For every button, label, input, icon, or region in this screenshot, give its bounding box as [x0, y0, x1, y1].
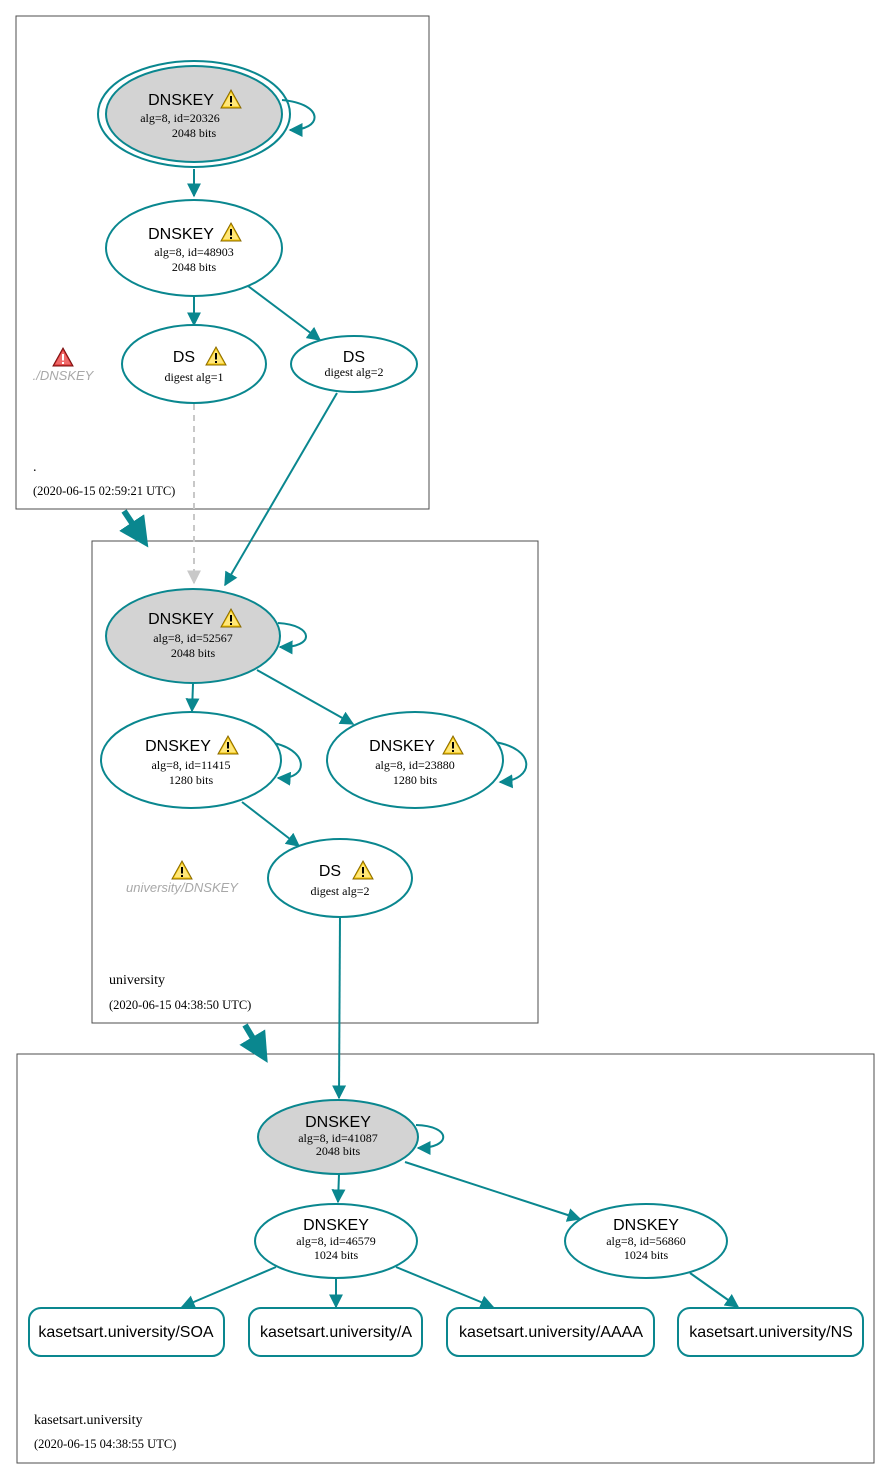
uni-zsk2-line2: 1280 bits: [393, 773, 438, 787]
edge-uni-zsk1-ds: [241, 801, 301, 847]
record-aaaa-label: kasetsart.university/AAAA: [459, 1324, 643, 1341]
root-ksk-node[interactable]: DNSKEY alg=8, id=20326 2048 bits: [97, 60, 291, 168]
uni-dnskey-error: university/DNSKEY: [126, 860, 239, 895]
ks-zsk1-node[interactable]: DNSKEY alg=8, id=46579 1024 bits: [254, 1203, 418, 1279]
root-ds1-node[interactable]: DS digest alg=1: [121, 324, 267, 404]
edge-ks-zsk2-ns: [689, 1272, 740, 1308]
record-a[interactable]: kasetsart.university/A: [248, 1307, 423, 1357]
record-aaaa[interactable]: kasetsart.university/AAAA: [446, 1307, 655, 1357]
ks-zsk2-line2: 1024 bits: [624, 1248, 669, 1262]
edge-ks-ksk-zsk1: [331, 1173, 346, 1204]
uni-zsk2-node[interactable]: DNSKEY alg=8, id=23880 1280 bits: [326, 711, 504, 809]
root-ds2-title: DS: [343, 349, 365, 366]
edge-ks-ksk-zsk2: [404, 1161, 582, 1222]
zone-kasetsart-name: kasetsart.university: [34, 1413, 142, 1428]
uni-ds-line1: digest alg=2: [310, 884, 369, 898]
edge-uni-ksk-self: [277, 622, 307, 655]
uni-zsk1-line2: 1280 bits: [169, 773, 214, 787]
root-zsk-node[interactable]: DNSKEY alg=8, id=48903 2048 bits: [105, 199, 283, 297]
edge-root-ksk-self: [281, 99, 316, 137]
uni-zsk2-line1: alg=8, id=23880: [375, 758, 455, 772]
root-zsk-title: DNSKEY: [148, 226, 214, 243]
root-dnskey-error: ./DNSKEY: [33, 347, 95, 383]
edge-uni-zsk1-self: [267, 741, 302, 786]
root-ds1-line1: digest alg=1: [164, 370, 223, 384]
edge-ks-zsk1-aaaa: [395, 1266, 495, 1309]
ks-zsk2-title: DNSKEY: [613, 1217, 679, 1234]
ks-zsk2-line1: alg=8, id=56860: [606, 1234, 686, 1248]
edge-root-ds2-uni-ksk: [224, 392, 338, 587]
delegation-arrow-university-kasetsart: [239, 1023, 268, 1063]
ks-zsk2-node[interactable]: DNSKEY alg=8, id=56860 1024 bits: [564, 1203, 728, 1279]
uni-ds-node[interactable]: DS digest alg=2: [267, 838, 413, 918]
ks-ksk-line1: alg=8, id=41087: [298, 1131, 378, 1145]
root-ksk-line1: alg=8, id=20326: [140, 111, 220, 125]
edge-uni-ksk-zsk2: [256, 669, 355, 725]
edge-uni-ds-ks-ksk: [332, 915, 347, 1100]
root-ksk-title: DNSKEY: [148, 92, 214, 109]
root-zsk-line2: 2048 bits: [172, 260, 217, 274]
root-ds2-node[interactable]: DS digest alg=2: [290, 335, 418, 393]
record-soa[interactable]: kasetsart.university/SOA: [28, 1307, 225, 1357]
ks-zsk1-line1: alg=8, id=46579: [296, 1234, 376, 1248]
delegation-arrow-root-university: [119, 509, 149, 548]
uni-ds-title: DS: [319, 863, 341, 880]
ks-ksk-title: DNSKEY: [305, 1114, 371, 1131]
edge-ks-zsk1-soa: [180, 1266, 277, 1309]
uni-ksk-title: DNSKEY: [148, 611, 214, 628]
uni-ksk-line1: alg=8, id=52567: [153, 631, 233, 645]
root-zsk-line1: alg=8, id=48903: [154, 245, 234, 259]
uni-dnskey-error-label: university/DNSKEY: [126, 880, 239, 895]
record-ns-label: kasetsart.university/NS: [689, 1324, 853, 1341]
zone-kasetsart-box: [16, 1053, 875, 1464]
record-ns[interactable]: kasetsart.university/NS: [677, 1307, 864, 1357]
zone-university-name: university: [109, 973, 165, 988]
edge-uni-ksk-zsk1: [185, 683, 200, 713]
zone-university-timestamp: (2020-06-15 04:38:50 UTC): [109, 998, 251, 1012]
zone-root-timestamp: (2020-06-15 02:59:21 UTC): [33, 484, 175, 498]
uni-ksk-node[interactable]: DNSKEY alg=8, id=52567 2048 bits: [105, 588, 281, 684]
edge-ks-ksk-self: [415, 1124, 445, 1155]
ks-ksk-line2: 2048 bits: [316, 1144, 361, 1158]
edge-root-zsk-ds2: [247, 285, 322, 341]
zone-root-name: .: [33, 460, 37, 475]
root-ds1-title: DS: [173, 349, 195, 366]
root-ksk-line2: 2048 bits: [172, 126, 217, 140]
edge-uni-zsk2-self: [493, 741, 528, 789]
ks-ksk-node[interactable]: DNSKEY alg=8, id=41087 2048 bits: [257, 1099, 419, 1175]
ks-zsk1-line2: 1024 bits: [314, 1248, 359, 1262]
uni-zsk1-node[interactable]: DNSKEY alg=8, id=11415 1280 bits: [100, 711, 282, 809]
uni-zsk1-line1: alg=8, id=11415: [151, 758, 230, 772]
uni-ksk-line2: 2048 bits: [171, 646, 216, 660]
root-dnskey-error-label: ./DNSKEY: [33, 368, 95, 383]
ks-zsk1-title: DNSKEY: [303, 1217, 369, 1234]
zone-kasetsart-timestamp: (2020-06-15 04:38:55 UTC): [34, 1437, 176, 1451]
uni-zsk1-title: DNSKEY: [145, 738, 211, 755]
record-soa-label: kasetsart.university/SOA: [38, 1324, 214, 1341]
root-ds2-line1: digest alg=2: [324, 365, 383, 379]
record-a-label: kasetsart.university/A: [260, 1324, 412, 1341]
uni-zsk2-title: DNSKEY: [369, 738, 435, 755]
